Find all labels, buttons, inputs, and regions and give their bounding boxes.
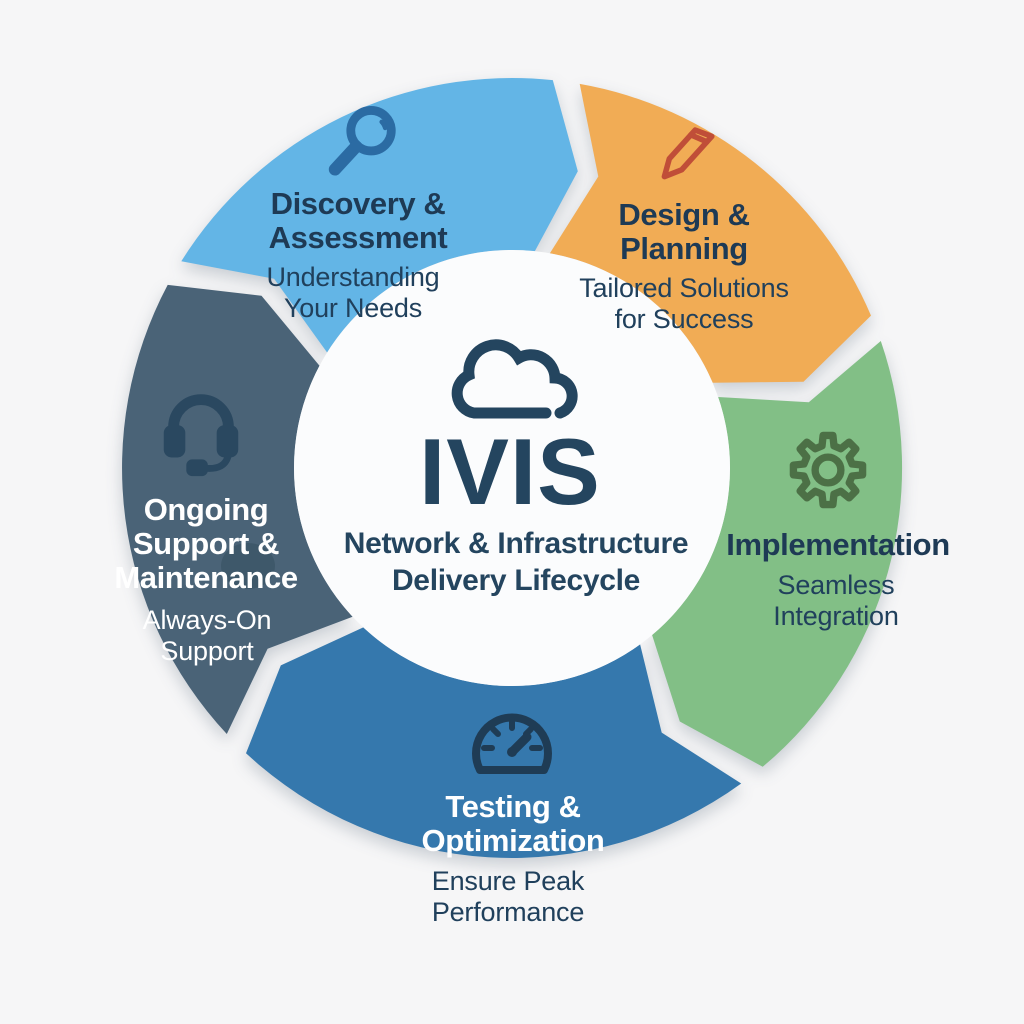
segment-title-support: Ongoing Support & Maintenance (114, 492, 298, 595)
title-line: Ongoing (143, 492, 269, 527)
subtitle-line: Seamless (777, 570, 895, 600)
segment-design (549, 83, 871, 383)
title-line: Testing & (445, 789, 581, 824)
subtitle-line: Understanding (266, 262, 440, 292)
title-line: Maintenance (114, 560, 298, 595)
segment-title-implementation: Implementation (726, 527, 950, 562)
segment-support (122, 284, 353, 734)
segment-title-design: Design & Planning (618, 197, 750, 266)
brand-tagline: Network & Infrastructure Delivery Lifecy… (344, 525, 689, 599)
subtitle-line: Your Needs (283, 293, 423, 323)
pencil-icon (640, 108, 732, 200)
title-line: Planning (620, 231, 748, 266)
segment-subtitle-design: Tailored Solutions for Success (579, 273, 789, 335)
subtitle-line: Always-On (142, 605, 272, 635)
segment-subtitle-support: Always-On Support (143, 605, 272, 667)
brand-name: IVIS (419, 419, 601, 524)
magnifier-icon (320, 98, 408, 188)
segment-testing (246, 627, 742, 858)
subtitle-line: Ensure Peak (431, 866, 585, 896)
segment-subtitle-implementation: Seamless Integration (773, 570, 899, 632)
title-line: Support & (132, 526, 280, 561)
segment-title-discovery: Discovery & Assessment (269, 187, 448, 255)
segment-subtitle-discovery: Understanding Your Needs (266, 262, 439, 324)
segment-subtitle-testing: Ensure Peak Performance (431, 866, 585, 928)
subtitle-line: Performance (431, 897, 585, 927)
title-line: Optimization (421, 823, 605, 858)
subtitle-line: Integration (773, 601, 899, 631)
title-line: Assessment (268, 220, 448, 255)
title-line: Design & (618, 197, 750, 232)
subtitle-line: for Success (614, 304, 754, 334)
gauge-icon (462, 700, 562, 784)
dark-smudge (221, 543, 275, 589)
title-line: Discovery & (270, 186, 446, 221)
subtitle-line: Support (160, 636, 254, 666)
tagline-line-1: Network & Infrastructure (343, 527, 689, 560)
title-line: Implementation (726, 527, 950, 562)
segment-title-testing: Testing & Optimization (422, 790, 605, 858)
subtitle-line: Tailored Solutions (579, 273, 789, 303)
cloud-icon (434, 320, 584, 430)
gear-icon (782, 424, 874, 516)
tagline-line-2: Delivery Lifecycle (391, 564, 641, 597)
segment-discovery (181, 77, 578, 353)
center-disc (294, 250, 730, 686)
headset-icon (152, 382, 250, 480)
